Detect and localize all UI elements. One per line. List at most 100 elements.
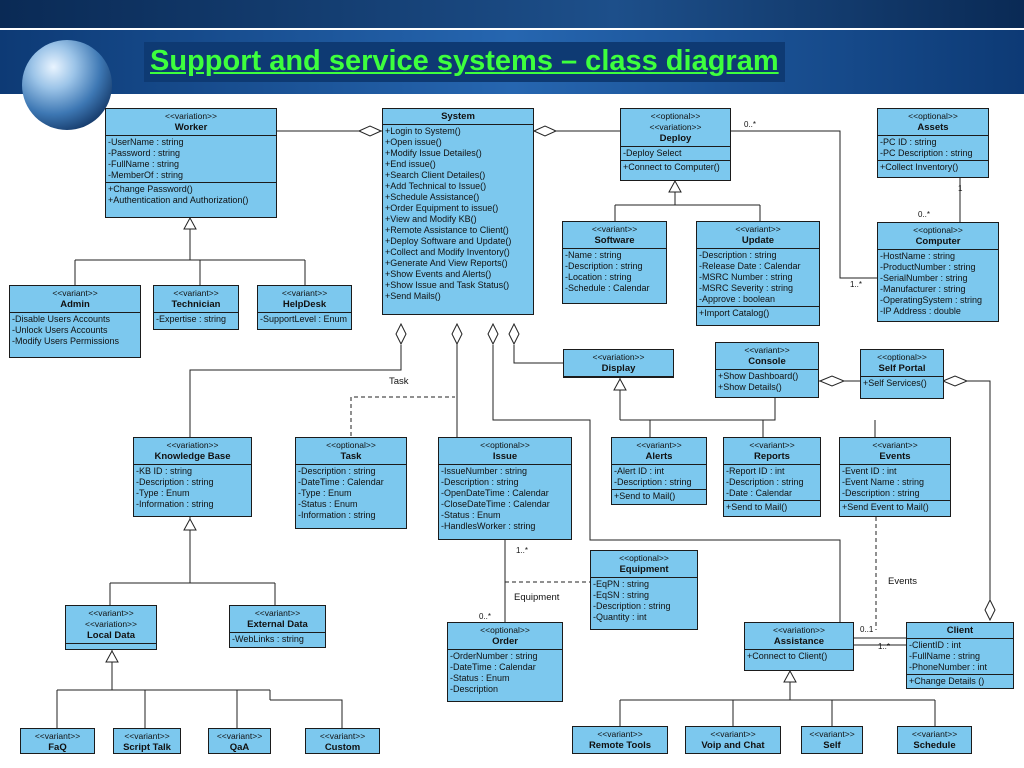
class-qaa[interactable]: <<variant>>QaA xyxy=(208,728,271,754)
class-remote-tools[interactable]: <<variant>>Remote Tools xyxy=(572,726,668,754)
class-header: <<optional>><<variation>>Deploy xyxy=(621,109,730,147)
class-attribute: -Report ID : int xyxy=(726,466,785,476)
class-worker[interactable]: <<variation>>Worker-UserName : string-Pa… xyxy=(105,108,277,218)
class-attribute: -Type : Enum xyxy=(136,488,190,498)
class-attribute: -Description : string xyxy=(614,477,692,487)
class-assets[interactable]: <<optional>>Assets-PC ID : string-PC Des… xyxy=(877,108,989,178)
class-reports[interactable]: <<variant>>Reports-Report ID : int-Descr… xyxy=(723,437,821,517)
class-attribute: -UserName : string xyxy=(108,137,184,147)
class-attribute: -ProductNumber : string xyxy=(880,262,976,272)
class-task[interactable]: <<optional>>Task-Description : string-Da… xyxy=(295,437,407,529)
class-name: Local Data xyxy=(86,630,136,641)
label-equipment: Equipment xyxy=(514,592,560,603)
class-attribute: -MSRC Severity : string xyxy=(699,283,794,293)
class-name: Events xyxy=(879,451,911,462)
class-name: Technician xyxy=(171,299,221,310)
class-system[interactable]: System+Login to System()+Open issue()+Mo… xyxy=(382,108,534,315)
class-header: Client xyxy=(907,623,1013,639)
class-attribute: -Expertise : string xyxy=(156,314,227,324)
class-helpdesk[interactable]: <<variant>>HelpDesk-SupportLevel : Enum xyxy=(257,285,352,330)
class-name: Deploy xyxy=(659,133,692,144)
class-knowledge-base[interactable]: <<variation>>Knowledge Base-KB ID : stri… xyxy=(133,437,252,517)
class-operation: +Self Services() xyxy=(863,378,927,388)
class-stereotype: <<variant>> xyxy=(34,731,81,741)
class-software[interactable]: <<variant>>Software-Name : string-Descri… xyxy=(562,221,667,304)
mult-order-top: 0..* xyxy=(479,612,492,621)
class-attribute: -DateTime : Calendar xyxy=(450,662,536,672)
class-operations: +Change Password()+Authentication and Au… xyxy=(106,183,276,207)
class-name: Console xyxy=(748,356,786,367)
class-computer[interactable]: <<optional>>Computer-HostName : string-P… xyxy=(877,222,999,322)
class-stereotype: <<optional>> xyxy=(326,440,376,450)
class-attribute: -Status : Enum xyxy=(450,673,510,683)
class-attribute: -Location : string xyxy=(565,272,632,282)
class-name: Task xyxy=(340,451,362,462)
class-stereotype: <<optional>> xyxy=(877,352,927,362)
class-name: Alerts xyxy=(645,451,673,462)
class-attribute: -CloseDateTime : Calendar xyxy=(441,499,550,509)
class-assistance[interactable]: <<variation>>Assistance+Connect to Clien… xyxy=(744,622,854,671)
class-stereotype: <<variant>> xyxy=(872,440,918,450)
class-stereotype: <<variant>> xyxy=(52,288,98,298)
slide-title: Support and service systems – class diag… xyxy=(144,42,785,82)
class-attributes: -OrderNumber : string-DateTime : Calenda… xyxy=(448,650,562,696)
class-attribute: -FullName : string xyxy=(909,651,981,661)
class-attribute: -Type : Enum xyxy=(298,488,352,498)
class-client[interactable]: Client-ClientID : int-FullName : string-… xyxy=(906,622,1014,689)
class-attribute: -EqPN : string xyxy=(593,579,650,589)
class-script-talk[interactable]: <<variant>>Script Talk xyxy=(113,728,181,754)
class-header: <<variant>>Software xyxy=(563,222,666,249)
class-stereotype: <<variation>> xyxy=(165,111,217,121)
class-attribute: -PhoneNumber : int xyxy=(909,662,988,672)
class-deploy[interactable]: <<optional>><<variation>>Deploy-Deploy S… xyxy=(620,108,731,181)
class-name: Remote Tools xyxy=(588,740,652,751)
class-attributes: -HostName : string-ProductNumber : strin… xyxy=(878,250,998,318)
class-faq[interactable]: <<variant>>FaQ xyxy=(20,728,95,754)
class-header: <<variation>>Knowledge Base xyxy=(134,438,251,465)
class-operation: +Import Catalog() xyxy=(699,308,770,318)
class-operation: +Search Client Detailes() xyxy=(385,170,486,180)
class-operation: -Modify Users Permissions xyxy=(12,336,120,346)
class-self-portal[interactable]: <<optional>>Self Portal +Self Services() xyxy=(860,349,944,399)
class-name: Reports xyxy=(754,451,790,462)
class-local-data[interactable]: <<variant>><<variation>>Local Data xyxy=(65,605,157,650)
class-admin[interactable]: <<variant>>Admin-Disable Users Accounts-… xyxy=(9,285,141,358)
class-attributes: -Deploy Select xyxy=(621,147,730,161)
class-operation: +Modify Issue Detailes() xyxy=(385,148,482,158)
class-operation: +Generate And View Reports() xyxy=(385,258,508,268)
class-operation: +Show Details() xyxy=(718,382,782,392)
class-operation: +View and Modify KB() xyxy=(385,214,477,224)
class-display[interactable]: <<variation>>Display xyxy=(563,349,674,378)
class-operation: +Authentication and Authorization() xyxy=(108,195,249,205)
class-issue[interactable]: <<optional>>Issue-IssueNumber : string-D… xyxy=(438,437,572,540)
class-stereotype: <<variant>> xyxy=(710,729,756,739)
class-voip-and-chat[interactable]: <<variant>>Voip and Chat xyxy=(685,726,781,754)
class-technician[interactable]: <<variant>>Technician-Expertise : string xyxy=(153,285,239,330)
label-events: Events xyxy=(888,576,918,587)
class-console[interactable]: <<variant>>Console+Show Dashboard()+Show… xyxy=(715,342,819,398)
class-attribute: -HandlesWorker : string xyxy=(441,521,536,531)
class-header: <<variation>>Display xyxy=(564,350,673,377)
class-self[interactable]: <<variant>>Self xyxy=(801,726,863,754)
class-attribute: -Description : string xyxy=(699,250,777,260)
class-attribute: -WebLinks : string xyxy=(232,634,304,644)
class-header: <<variant>><<variation>>Local Data xyxy=(66,606,156,644)
class-header: <<optional>>Order xyxy=(448,623,562,650)
class-schedule[interactable]: <<variant>>Schedule xyxy=(897,726,972,754)
class-order[interactable]: <<optional>>Order-OrderNumber : string-D… xyxy=(447,622,563,702)
class-attribute: -Description xyxy=(450,684,499,694)
class-attribute: -MSRC Number : string xyxy=(699,272,793,282)
class-custom[interactable]: <<variant>>Custom xyxy=(305,728,380,754)
class-stereotype: <<variant>> xyxy=(281,288,328,298)
class-update[interactable]: <<variant>>Update-Description : string-R… xyxy=(696,221,820,326)
class-external-data[interactable]: <<variant>>External Data-WebLinks : stri… xyxy=(229,605,326,648)
class-stereotype: <<optional>> xyxy=(650,111,701,121)
class-operation: +Collect Inventory() xyxy=(880,162,959,172)
class-events[interactable]: <<variant>>Events-Event ID : int-Event N… xyxy=(839,437,951,517)
class-name: Self xyxy=(823,740,841,751)
class-stereotype: <<variant>> xyxy=(597,729,643,739)
class-alerts[interactable]: <<variant>>Alerts-Alert ID : int-Descrip… xyxy=(611,437,707,505)
class-name: Self Portal xyxy=(878,363,926,374)
class-equipment[interactable]: <<optional>>Equipment-EqPN : string-EqSN… xyxy=(590,550,698,630)
class-header: <<variant>>FaQ xyxy=(21,729,94,753)
